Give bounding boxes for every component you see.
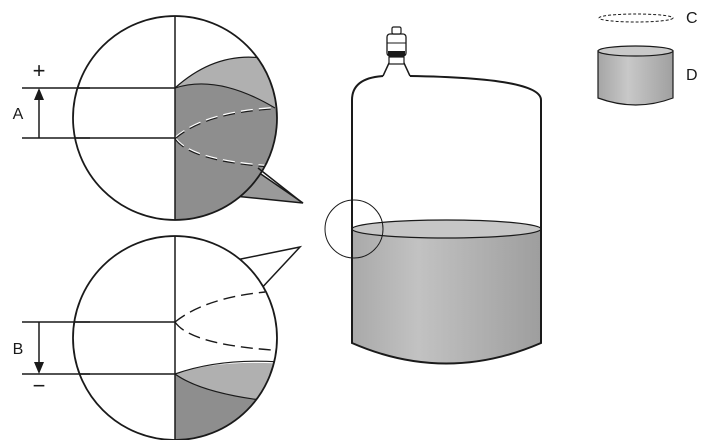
label-c: C — [686, 10, 698, 27]
sensor-icon — [386, 26, 407, 65]
tank-nozzle — [382, 62, 411, 77]
arrow-down-icon — [34, 362, 44, 374]
minus-sign: − — [33, 373, 46, 398]
legend-c: C — [598, 10, 698, 27]
arrow-up-icon — [34, 88, 44, 100]
label-a: A — [13, 106, 24, 123]
tank-outline — [351, 75, 542, 365]
tank-liquid — [352, 229, 541, 364]
top-zoom-circle — [72, 15, 278, 221]
dimension-b — [22, 321, 90, 375]
liquid-surface — [351, 219, 542, 239]
label-d: D — [686, 67, 698, 84]
legend-d: D — [597, 45, 698, 106]
legend-c-dashed-ellipse — [598, 13, 674, 23]
zoom-marker-circle — [324, 199, 384, 259]
bottom-zoom-callout — [72, 235, 303, 441]
top-zoom-callout — [72, 15, 304, 221]
tank — [351, 62, 542, 365]
legend-d-cylinder — [597, 50, 674, 106]
dimension-a — [22, 87, 90, 139]
plus-sign: + — [33, 58, 46, 83]
label-b: B — [13, 341, 24, 358]
